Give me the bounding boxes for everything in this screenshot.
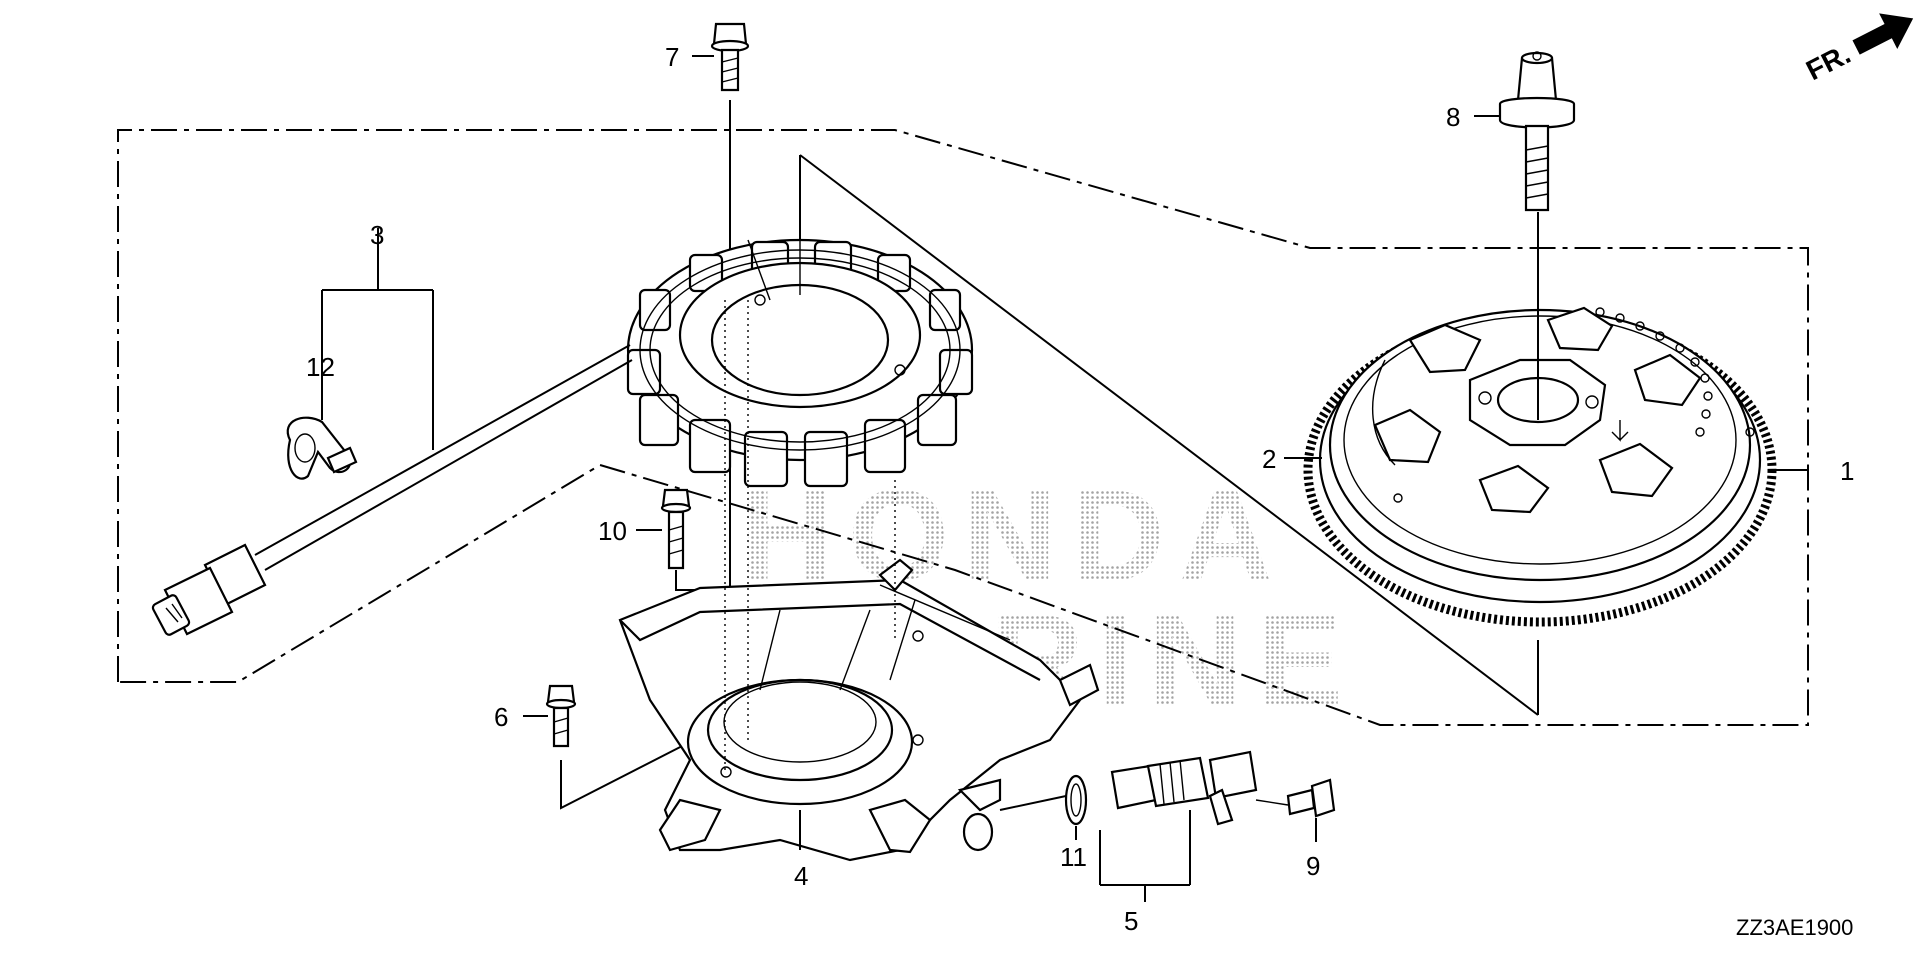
callout-labels: 1 2 3 4 5 6 7 8 9 10 11 12 xyxy=(306,42,1854,936)
callout-7: 7 xyxy=(665,42,679,72)
flywheel-bolt xyxy=(1498,51,1576,212)
bolt-10 xyxy=(660,488,700,591)
callout-10: 10 xyxy=(598,516,627,546)
stator-base xyxy=(618,558,1100,862)
callout-11: 11 xyxy=(1060,842,1087,872)
arrow-right-icon xyxy=(1852,13,1914,55)
stator-teeth xyxy=(626,240,974,488)
callout-6: 6 xyxy=(494,702,508,732)
diagram-code: ZZ3AE1900 xyxy=(1736,915,1853,940)
callout-9: 9 xyxy=(1306,851,1320,881)
callout-bracket-3 xyxy=(321,228,434,450)
flywheel-vent-holes xyxy=(1595,307,1713,437)
flywheel xyxy=(1303,212,1777,627)
callout-12: 12 xyxy=(306,352,335,382)
stator-cable xyxy=(151,344,633,636)
callout-bracket-5 xyxy=(1075,810,1317,902)
stator-bolt-7 xyxy=(710,22,750,92)
cable-clamp xyxy=(286,416,358,480)
bolt-6 xyxy=(545,684,691,810)
stud-guides xyxy=(724,300,896,770)
pulser-sensor xyxy=(999,750,1336,826)
callout-1: 1 xyxy=(1840,456,1854,486)
callout-5: 5 xyxy=(1124,906,1138,936)
label-leaders xyxy=(523,55,1808,717)
callout-8: 8 xyxy=(1446,102,1460,132)
assembly-group-outline xyxy=(117,129,1809,726)
front-direction-marker: FR. xyxy=(1801,13,1914,86)
callout-3: 3 xyxy=(370,220,384,250)
front-direction-label: FR. xyxy=(1801,38,1855,86)
callout-4: 4 xyxy=(794,861,808,891)
stator-coil xyxy=(626,228,974,488)
flywheel-magnet-slots xyxy=(1373,306,1702,514)
callout-2: 2 xyxy=(1262,444,1276,474)
